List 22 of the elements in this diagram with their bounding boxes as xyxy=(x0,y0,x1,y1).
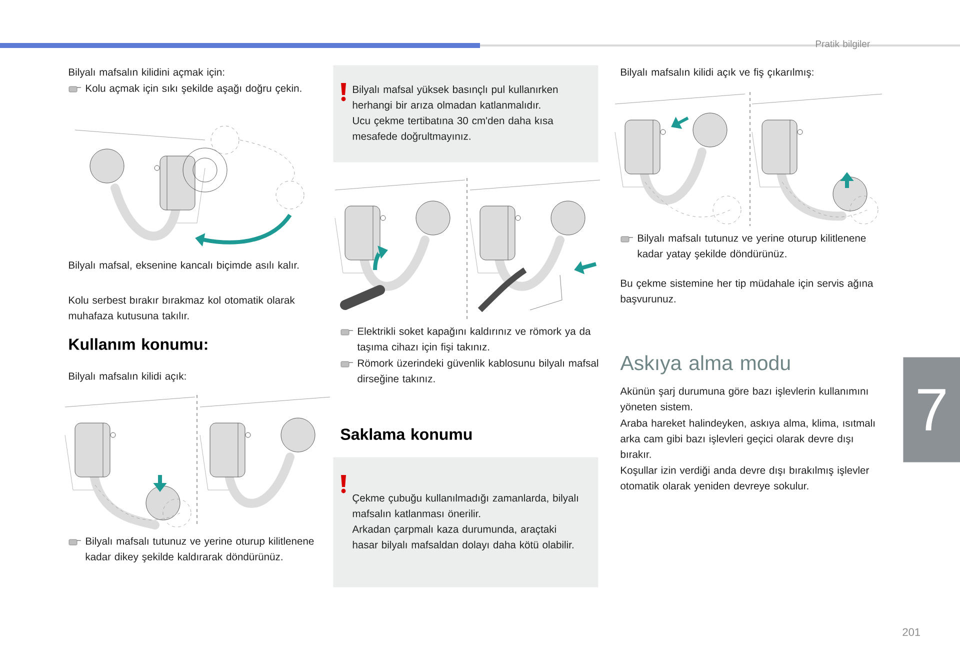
section-heading: Askıya alma modu xyxy=(620,355,790,374)
paragraph: Bilyalı mafsal, eksenine kancalı biçimde asılı kalır. xyxy=(69,261,299,271)
paragraph: Bilyalı mafsalın kilidi açık ve fiş çıkarılmış: xyxy=(621,68,814,78)
instruction-text: Kolu açmak için sıkı şekilde aşağı doğru çekin. xyxy=(86,84,302,94)
warning-box: Bilyalı mafsal yüksek basınçlı pul kullanırken herhangi bir arıza olmadan katlanmalıdır. Ucu çekme tertibatına 30 cm'den daha kısa mesafede doğrultmayınız. xyxy=(333,65,598,162)
paragraph: Bu çekme sistemine her tip müdahale için servis ağına başvurunuz. xyxy=(620,279,874,305)
page-number: 201 xyxy=(902,628,920,636)
instruction-text: Bilyalı mafsalı tutunuz ve yerine oturup kilitlenene kadar yatay şekilde döndürünüz. xyxy=(638,234,866,260)
running-header: Pratik bilgiler xyxy=(816,40,870,50)
paragraph: Bilyalı mafsalın kilidi açık: xyxy=(69,372,186,382)
section-heading: Saklama konumu xyxy=(340,428,472,440)
instruction-text: Römork üzerindeki güvenlik kablosunu bilyalı mafsal dirseğine takınız. xyxy=(358,359,598,384)
chapter-tab: 7 xyxy=(903,357,960,462)
paragraph: Araba hareket halindeyken, askıya alma, klima, ısıtmalı arka cam gibi bazı işlevleri geçici olarak devre dışı bırakır. xyxy=(620,419,874,458)
instruction-text: Bilyalı mafsalı tutunuz ve yerine oturup kilitlenene kadar dikey şekilde kaldırarak döndürünüz. xyxy=(86,537,314,562)
paragraph: Koşullar izin verdiği anda devre dışı bırakılmış işlevler otomatik olarak yeniden devreye sokulur. xyxy=(620,466,869,492)
paragraph: Bilyalı mafsalın kilidini açmak için: xyxy=(69,68,224,78)
warning-box: Çekme çubuğu kullanılmadığı zamanlarda, bilyalı mafsalın katlanması önerilir. Arkadan çarpmalı kaza durumunda, araçtaki hasar bilyalı mafsaldan dolayı daha kötü olabilir. xyxy=(333,457,598,588)
section-heading: Kullanım konumu: xyxy=(69,338,208,350)
paragraph: Akünün şarj durumuna göre bazı işlevlerin kullanımını yöneten sistem. xyxy=(620,387,868,412)
paragraph: Kolu serbest bırakır bırakmaz kol otomatik olarak muhafaza kutusuna takılır. xyxy=(68,296,295,320)
instruction-text: Elektrikli soket kapağını kaldırınız ve römork ya da taşıma cihazı için fişi takınız. xyxy=(357,327,591,353)
